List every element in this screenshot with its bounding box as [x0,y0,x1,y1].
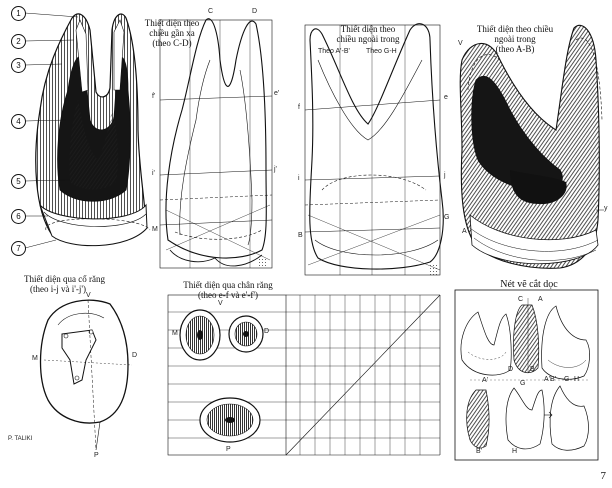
panel7-letter-g: G [520,380,526,387]
panel3-sub-a: Theo A'-B' [318,48,350,55]
panel5-cervical-section [39,299,133,451]
panel5-letter-p: P [94,452,99,459]
panel2-letter-d: D [252,8,258,15]
panel7-letter-a: A [538,296,543,303]
panel7-letter-g2: G [564,376,570,383]
panel3-letter-g: G [444,214,450,221]
panel2-mesiodistal-section [159,18,273,269]
callout-3: 3 [11,58,26,73]
panel6-caption-line2: (theo e-f và e'-f') [198,290,258,300]
panel5-caption: Thiết diện qua cổ răng (theo i-j và i'-j… [24,274,128,294]
panel2-letter-e: e' [274,90,280,97]
callout-7: 7 [11,241,26,256]
panel6-caption: Thiết diện qua chân răng (theo e-f và e'… [168,280,288,300]
panel3-letter-b: B [298,232,303,239]
page-number: 7 [600,470,607,482]
panel3-caption: Thiết diện theo chiều ngoài trong [322,24,414,44]
panel3-letter-e: e [444,94,448,101]
panel4-caption-line3: (theo A-B) [495,44,535,54]
panel2-letter-c: C [208,8,214,15]
panel2-caption-line2: chiều gần xa [149,28,195,38]
panel2-letter-i: i' [152,170,155,177]
panel3-sub-b: Theo G-H [366,48,397,55]
panel5-signature: P. TALIKI [8,436,33,442]
callout-5: 5 [11,174,26,189]
panel4-letter-a: A [462,228,467,235]
panel4-caption-line1: Thiết diện theo chiều [476,24,554,34]
panel2-letter-m: M [152,226,158,233]
panel7-longitudinal-cuts [454,289,599,461]
panel3-caption-line1: Thiết diện theo [340,24,396,34]
panel7-caption: Nét vẽ cắt dọc [500,279,558,290]
panel6-letter-m: M [172,330,178,337]
panel5-caption-line2: (theo i-j và i'-j') [30,284,86,294]
panel5-letter-m: M [32,355,38,362]
panel3-letter-i: i [298,175,300,182]
panel7-letter-h2: H [512,448,518,455]
panel7-letter-ab-prime: A'B' [544,376,557,383]
panel5-caption-line1: Thiết diện qua cổ răng [24,274,105,284]
grid-lines [168,295,440,455]
panel4-caption: Thiết diện theo chiều ngoài trong (theo … [470,24,560,54]
callout-6: 6 [11,209,26,224]
panel7-letter-h: H [574,376,580,383]
panel6-root-sections [167,294,441,456]
panel2-letter-j: j' [274,166,277,173]
panel6-letter-p: P [226,446,231,453]
panel7-letter-b-prime: B' [476,448,483,455]
callout-1: 1 [11,6,26,21]
panel5-letter-d: D [132,352,138,359]
panel1-tooth-section [24,12,151,249]
panel3-letter-j: j [444,172,446,179]
panel5-letter-v: V [86,292,91,299]
callout-4: 4 [11,114,26,129]
panel2-caption: Thiết diện theo chiều gần xa (theo C-D) [136,18,208,48]
callout-2: 2 [11,34,26,49]
panel3-letter-f: f [298,104,300,111]
panel2-caption-line1: Thiết diện theo [144,18,200,28]
panel4-caption-line2: ngoài trong [494,34,536,44]
panel7-letter-b: B [530,366,535,373]
panel7-letter-a-prime: A' [482,377,489,384]
panel3-buccolingual-section [304,23,444,276]
panel4-hatched-section [459,24,604,269]
panel7-letter-d: D [508,366,514,373]
panel7-letter-c: C [518,296,524,303]
panel2-caption-line3: (theo C-D) [152,38,192,48]
panel4-letter-y: y [604,205,608,212]
panel2-letter-f: f' [152,93,156,100]
panel3-caption-line2: chiều ngoài trong [336,34,400,44]
panel4-letter-v: V [458,40,463,47]
panel6-letter-v: V [218,300,223,307]
panel6-caption-line1: Thiết diện qua chân răng [183,280,273,290]
panel6-letter-d: D [264,328,270,335]
